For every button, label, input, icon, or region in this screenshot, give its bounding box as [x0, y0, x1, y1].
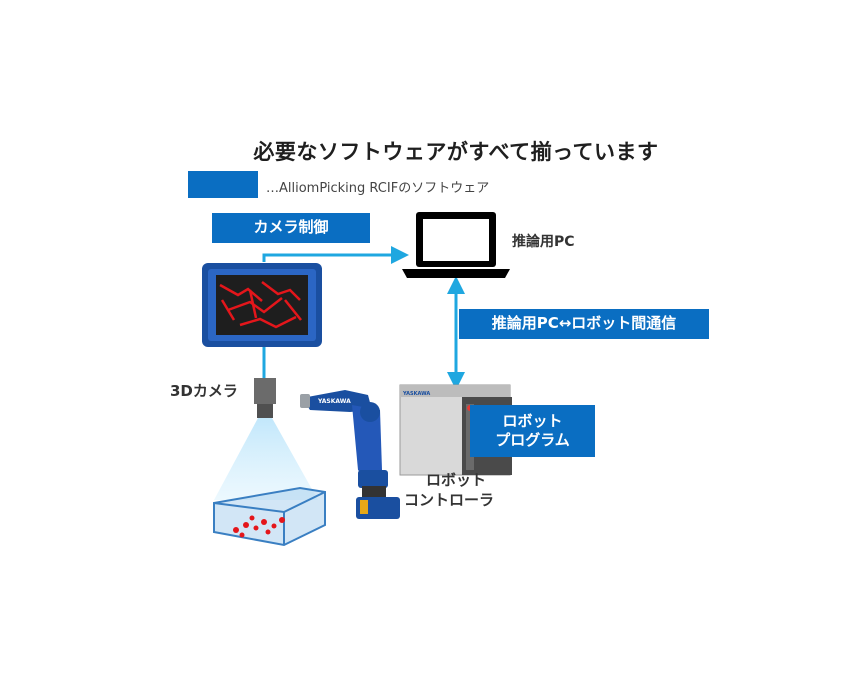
robot-arm-icon: YASKAWA — [300, 390, 400, 519]
bin-icon — [213, 486, 326, 547]
3d-camera-icon — [254, 378, 276, 418]
pc-robot-comm-box: 推論用PC↔ロボット間通信 — [459, 309, 709, 339]
legend-swatch — [188, 171, 258, 198]
camera-view-icon — [202, 263, 322, 347]
page-title: 必要なソフトウェアがすべて揃っています — [253, 140, 659, 164]
camera-label: 3Dカメラ — [170, 382, 238, 400]
legend-text: …AlliomPicking RCIFのソフトウェア — [266, 181, 490, 196]
camera-control-label: カメラ制御 — [253, 218, 329, 237]
controller-label: ロボット コントローラ — [404, 470, 494, 511]
camera-to-pc-arrow — [262, 246, 409, 264]
pc-robot-comm-label: 推論用PC↔ロボット間通信 — [491, 314, 677, 333]
robot-program-box: ロボット プログラム — [470, 405, 595, 457]
robot-program-line1: ロボット — [502, 411, 563, 430]
pc-label: 推論用PC — [512, 234, 575, 250]
camera-control-box: カメラ制御 — [212, 213, 370, 243]
robot-program-line2: プログラム — [495, 431, 570, 449]
controller-label-line1: ロボット — [426, 471, 487, 489]
laptop-icon — [402, 212, 510, 278]
camera-beam — [214, 418, 318, 500]
controller-brand: YASKAWA — [402, 391, 430, 397]
controller-label-line2: コントローラ — [404, 491, 495, 510]
robot-brand: YASKAWA — [317, 398, 351, 405]
